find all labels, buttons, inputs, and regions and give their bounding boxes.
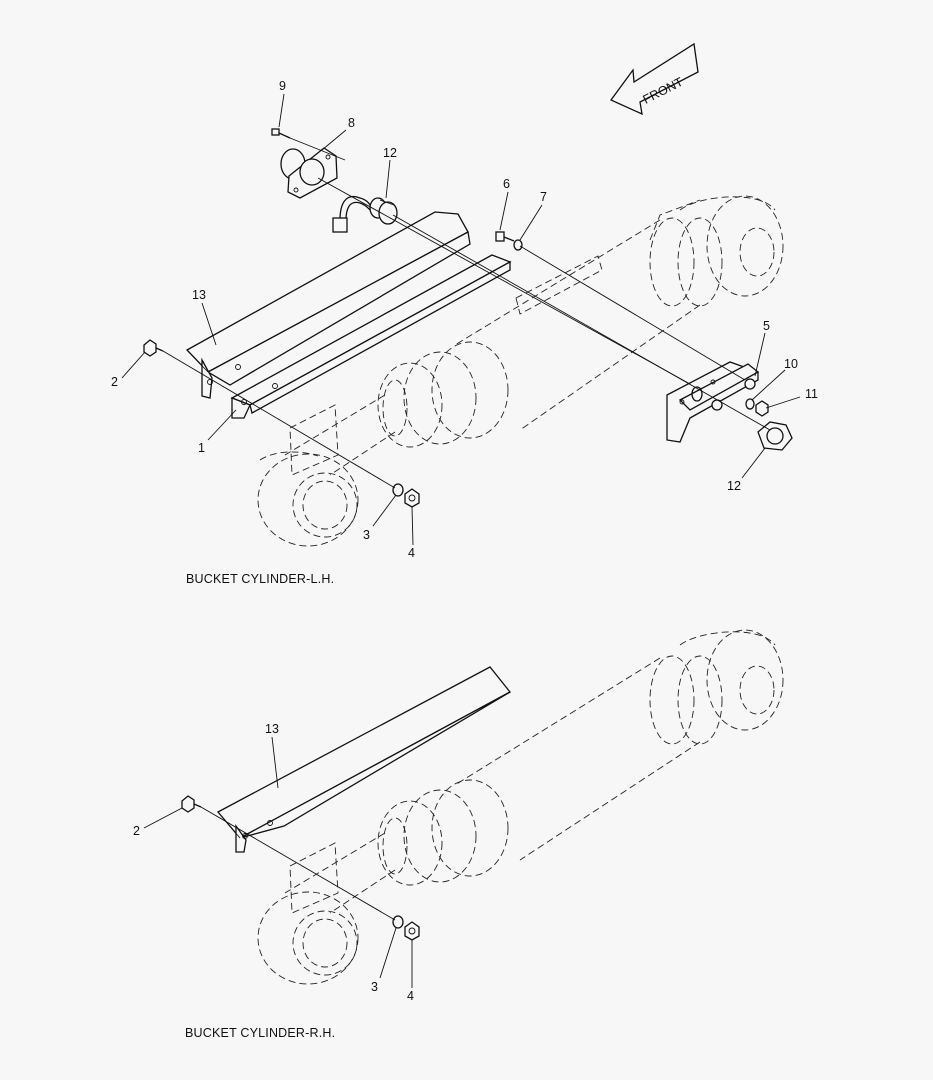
lh-cylinder-phantom bbox=[257, 195, 784, 547]
rh-nut-4 bbox=[404, 921, 420, 941]
nut-12 bbox=[757, 421, 793, 451]
callout-10: 10 bbox=[784, 357, 798, 371]
lh-bolt-2 bbox=[143, 339, 164, 357]
callout-11: 11 bbox=[805, 387, 818, 401]
washer-10 bbox=[745, 398, 755, 410]
lh-guard-13 bbox=[185, 211, 471, 399]
lh-callouts: 9 8 12 6 7 13 2 1 5 10 11 12 3 4 bbox=[111, 79, 818, 560]
rh-bolt-2 bbox=[181, 795, 202, 813]
front-arrow: FRONT bbox=[610, 42, 699, 116]
nut-11 bbox=[755, 400, 769, 417]
callout-3: 3 bbox=[363, 528, 370, 542]
rh-cylinder-phantom bbox=[257, 629, 784, 985]
rh-callouts: 13 2 3 4 bbox=[133, 722, 414, 1003]
connector-8 bbox=[280, 147, 338, 199]
callout-8: 8 bbox=[348, 116, 355, 130]
callout-7: 7 bbox=[540, 190, 547, 204]
callout-4-rh: 4 bbox=[407, 989, 414, 1003]
callout-5: 5 bbox=[763, 319, 770, 333]
callout-1: 1 bbox=[198, 441, 205, 455]
bolt-6 bbox=[495, 231, 515, 242]
bracket-5 bbox=[666, 361, 760, 443]
lh-assembly-lines bbox=[121, 93, 801, 546]
lh-nut-4 bbox=[404, 488, 420, 508]
rh-guard-13 bbox=[216, 666, 511, 853]
callout-12-sensor: 12 bbox=[383, 146, 397, 160]
rh-washer-3 bbox=[392, 915, 404, 929]
screw-9 bbox=[271, 128, 291, 139]
callout-3-rh: 3 bbox=[371, 980, 378, 994]
sensor-12 bbox=[332, 195, 398, 233]
callout-2-rh: 2 bbox=[133, 824, 140, 838]
caption-rh: BUCKET CYLINDER-R.H. bbox=[185, 1026, 336, 1040]
callout-2: 2 bbox=[111, 375, 118, 389]
lh-guard-1 bbox=[230, 254, 512, 419]
lh-washer-3 bbox=[392, 483, 404, 497]
rh-assembly-lines bbox=[143, 736, 413, 988]
callout-13: 13 bbox=[192, 288, 206, 302]
callout-6: 6 bbox=[503, 177, 510, 191]
callout-12-nut: 12 bbox=[727, 479, 741, 493]
callout-13-rh: 13 bbox=[265, 722, 279, 736]
callout-4: 4 bbox=[408, 546, 415, 560]
callout-9: 9 bbox=[279, 79, 286, 93]
washer-7 bbox=[513, 239, 523, 251]
caption-lh: BUCKET CYLINDER-L.H. bbox=[186, 572, 335, 586]
